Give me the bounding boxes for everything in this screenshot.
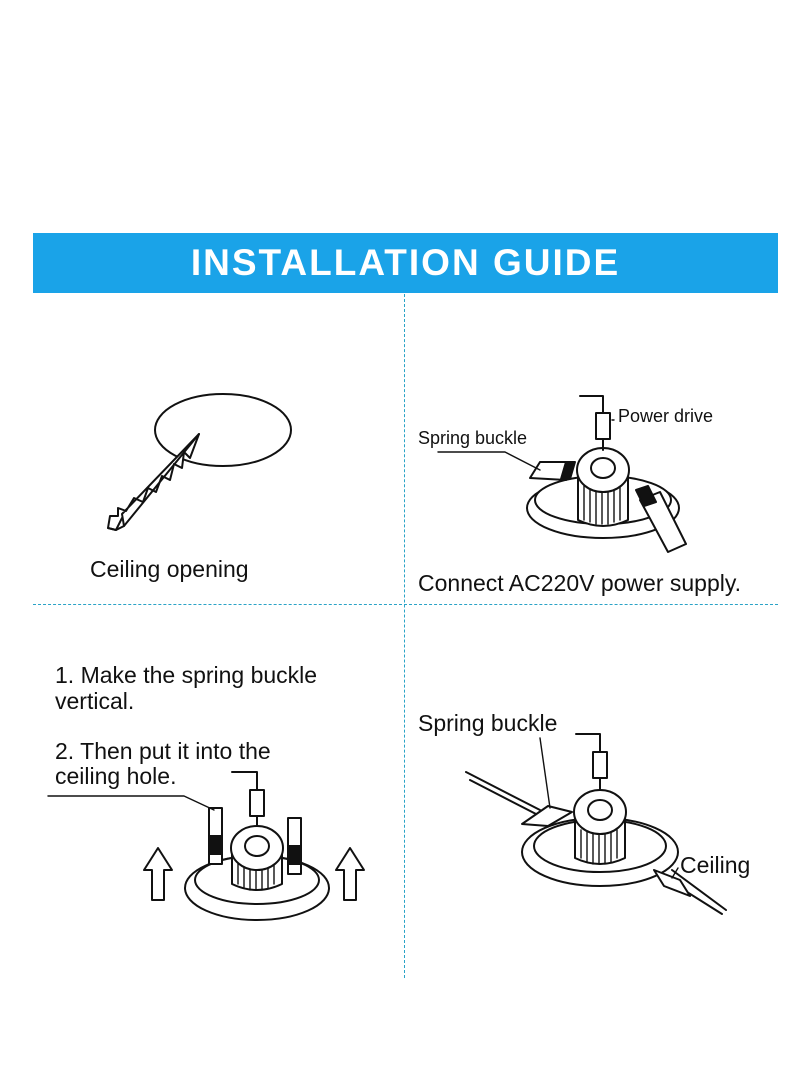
insert-into-hole-illustration [47,771,365,921]
installed-in-ceiling-illustration [465,733,727,915]
page-title: INSTALLATION GUIDE [190,242,621,283]
horizontal-divider [33,604,778,605]
step2-line2: ceiling hole. [55,763,177,789]
ceiling-opening-illustration [107,393,292,531]
step1-line1: 1. Make the spring buckle [55,662,318,688]
ceiling-callout: Ceiling [680,852,751,878]
saw-handle [107,517,123,531]
connect-power-illustration [437,395,687,553]
arrow-up-right-icon [335,847,365,901]
saw-back-line [123,433,200,527]
ceiling-hole-ellipse [154,393,292,467]
vertical-divider [404,294,405,978]
step2-line1: 2. Then put it into the [55,738,271,764]
saw-blade-icon [107,433,200,531]
step1-line2: vertical. [55,688,135,714]
header-banner: INSTALLATION GUIDE [33,233,778,293]
ceiling-opening-caption: Ceiling opening [90,556,249,582]
power-drive-callout: Power drive [618,406,714,426]
spring-buckle-callout: Spring buckle [418,428,528,448]
spring-buckle-callout-installed: Spring buckle [418,710,558,736]
connect-power-caption: Connect AC220V power supply. [418,570,742,596]
arrow-up-left-icon [143,847,173,901]
